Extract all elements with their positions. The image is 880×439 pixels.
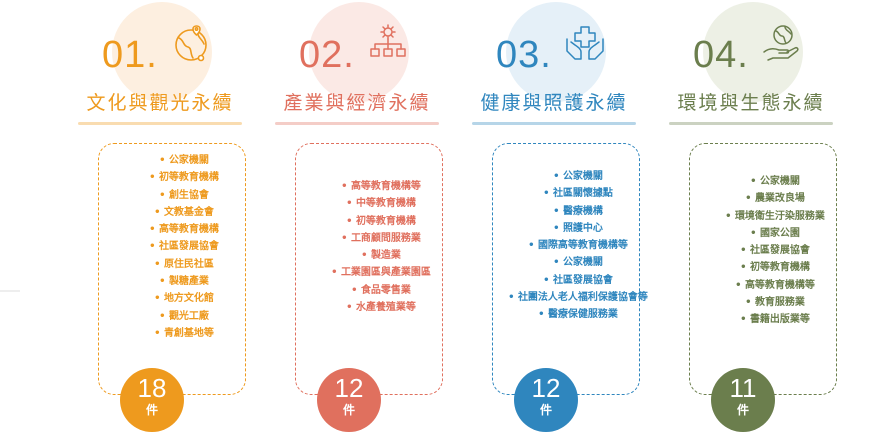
count-value: 12 bbox=[334, 373, 364, 403]
count-value: 18 bbox=[137, 373, 167, 403]
item-list: • 公家機關 • 初等教育機構 • 創生協會 • 文教基金會 • 高等教育機構 … bbox=[70, 152, 298, 342]
list-item: • 公家機關 bbox=[750, 176, 800, 187]
item-list: • 公家機關 • 農業改良場 • 環境衛生汙染服務業 • 國家公園 • 社區發展… bbox=[661, 173, 880, 329]
list-item: • 社區發展協會 bbox=[149, 241, 219, 253]
list-item: • 社區發展協會 bbox=[543, 274, 613, 286]
count-badge: 11 件 bbox=[711, 368, 775, 432]
count-unit: 件 bbox=[736, 403, 749, 417]
count-badge: 18 件 bbox=[120, 368, 184, 432]
category-health-care: 03. 健康與照護永續 • 公家機關 • 社區關懷據點 • 醫療機構 • 照護中… bbox=[454, 0, 654, 439]
list-item: • 醫療機構 bbox=[553, 205, 603, 217]
globe-location-icon bbox=[170, 22, 212, 64]
title-underline bbox=[78, 122, 242, 125]
category-number: 04. bbox=[693, 34, 749, 76]
item-list: • 高等教育機構等 • 中等教育機構 • 初等教育機構 • 工商顧問服務業 • … bbox=[267, 178, 495, 316]
category-industry-economy: 02. 產業與經濟永續 • 高等教育機構等 • 中等教育機構 • 初等教育機構 … bbox=[257, 0, 457, 439]
category-number: 03. bbox=[496, 34, 552, 76]
list-item: • 環境衛生汙染服務業 bbox=[725, 210, 825, 222]
medical-hands-icon bbox=[564, 22, 606, 64]
count-badge: 12 件 bbox=[514, 368, 578, 432]
title-underline bbox=[472, 122, 636, 125]
category-title: 文化與觀光永續 bbox=[86, 92, 234, 114]
list-item: • 公家機關 bbox=[159, 155, 209, 166]
list-item: • 工業園區與產業園區 bbox=[331, 267, 431, 279]
list-item: • 食品零售業 bbox=[351, 284, 411, 296]
category-environment-ecology: 04. 環境與生態永續 • 公家機關 • 農業改良場 • 環境衛生汙染服務業 •… bbox=[651, 0, 851, 439]
category-number: 01. bbox=[102, 34, 158, 76]
list-item: • 公家機關 bbox=[553, 171, 603, 182]
list-item: • 水產養殖業等 bbox=[346, 302, 416, 314]
category-title: 產業與經濟永續 bbox=[283, 92, 431, 114]
count-unit: 件 bbox=[145, 403, 158, 417]
category-title: 環境與生態永續 bbox=[677, 92, 825, 114]
list-item: • 創生協會 bbox=[159, 189, 209, 201]
list-item: • 農業改良場 bbox=[745, 193, 805, 205]
list-item: • 工商顧問服務業 bbox=[341, 232, 421, 244]
count-unit: 件 bbox=[539, 403, 552, 417]
list-item: • 觀光工廠 bbox=[159, 310, 209, 322]
category-culture-tourism: 01. 文化與觀光永續 • 公家機關 • 初等教育機構 • 創生協會 • 文教基… bbox=[60, 0, 260, 439]
list-item: • 高等教育機構等 bbox=[735, 279, 815, 291]
list-item: • 醫療保健服務業 bbox=[538, 309, 618, 321]
list-item: • 文教基金會 bbox=[154, 206, 214, 218]
list-item: • 社團法人老人福利保護協會等 bbox=[508, 292, 648, 304]
list-item: • 青創基地等 bbox=[154, 327, 214, 339]
count-value: 11 bbox=[729, 373, 757, 403]
list-item: • 初等教育機構 bbox=[346, 215, 416, 227]
list-item: • 公家機關 bbox=[553, 257, 603, 269]
count-value: 12 bbox=[531, 373, 561, 403]
category-title: 健康與照護永續 bbox=[480, 92, 628, 114]
count-badge: 12 件 bbox=[317, 368, 381, 432]
count-unit: 件 bbox=[342, 403, 355, 417]
item-list: • 公家機關 • 社區關懷據點 • 醫療機構 • 照護中心 • 國際高等教育機構… bbox=[464, 168, 692, 324]
title-underline bbox=[275, 122, 439, 125]
category-number: 02. bbox=[299, 34, 355, 76]
earth-hand-icon bbox=[761, 22, 803, 64]
list-item: • 製糖產業 bbox=[159, 276, 209, 288]
list-item: • 書籍出版業等 bbox=[740, 314, 810, 326]
list-item: • 照護中心 bbox=[553, 222, 603, 234]
list-item: • 社區關懷據點 bbox=[543, 188, 613, 200]
list-item: • 原住民社區 bbox=[154, 258, 214, 270]
list-item: • 國際高等教育機構等 bbox=[528, 240, 628, 252]
list-item: • 社區發展協會 bbox=[740, 245, 810, 257]
list-item: • 教育服務業 bbox=[745, 297, 805, 309]
gear-network-icon bbox=[367, 22, 409, 64]
left-edge-deco-line bbox=[0, 290, 20, 292]
list-item: • 中等教育機構 bbox=[346, 198, 416, 210]
list-item: • 初等教育機構 bbox=[149, 172, 219, 184]
list-item: • 地方文化館 bbox=[154, 293, 214, 305]
title-underline bbox=[669, 122, 833, 125]
list-item: • 高等教育機構等 bbox=[341, 181, 421, 192]
list-item: • 高等教育機構 bbox=[149, 224, 219, 236]
number-background-blob bbox=[112, 2, 212, 102]
list-item: • 初等教育機構 bbox=[740, 262, 810, 274]
list-item: • 製造業 bbox=[361, 250, 401, 262]
list-item: • 國家公園 bbox=[750, 227, 800, 239]
